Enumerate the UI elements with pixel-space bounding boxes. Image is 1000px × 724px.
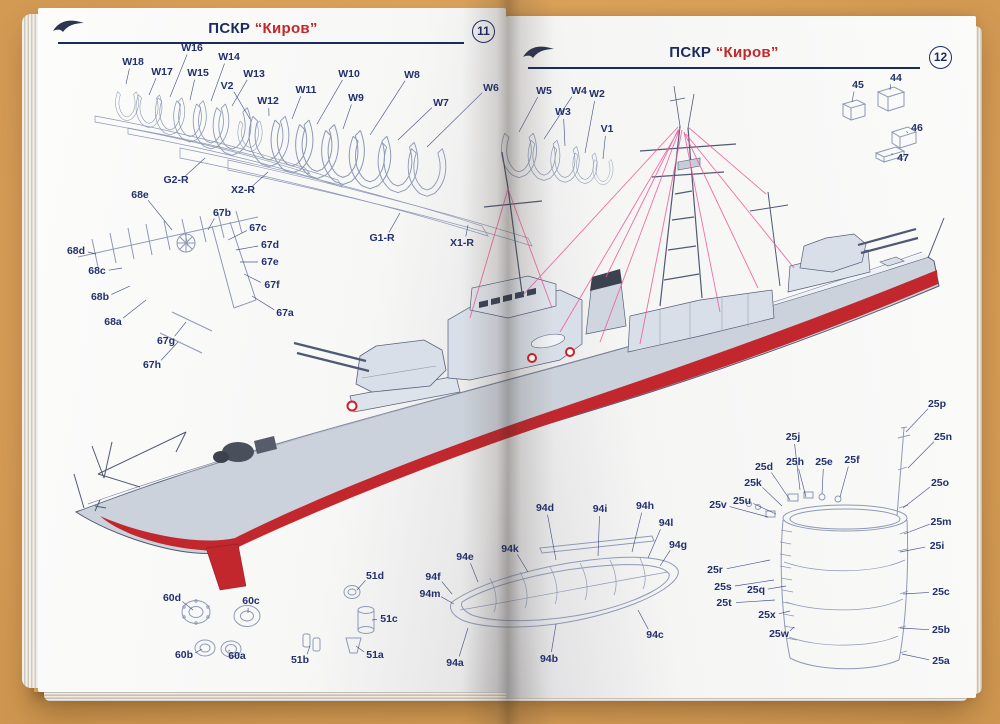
- title-prefix: ПСКР: [669, 44, 712, 61]
- header-rule-right: [528, 67, 920, 69]
- publisher-seagull-icon: [52, 16, 86, 41]
- fittings-diagram: [181, 585, 375, 658]
- page-number-right: 12: [929, 46, 952, 69]
- title-name: “Киров”: [254, 20, 318, 37]
- deck-strips-diagram: [94, 115, 533, 247]
- funnel-diagram: [746, 426, 911, 670]
- leader-lines: [87, 54, 935, 661]
- right-page-title: ПСКР “Киров”: [528, 44, 920, 61]
- page-number-left: 11: [472, 20, 495, 43]
- page-stack-edge-left: [22, 14, 40, 688]
- boxes-diagram: [841, 86, 918, 163]
- title-name: “Киров”: [715, 44, 779, 61]
- hull-frames-diagram: [115, 91, 614, 197]
- header-rule-left: [58, 42, 464, 44]
- mast-antenna-diagram: [77, 210, 259, 354]
- left-page-title: ПСКР “Киров”: [58, 20, 468, 37]
- publisher-seagull-icon: [522, 42, 556, 67]
- ship-illustration: [73, 85, 945, 591]
- title-prefix: ПСКР: [208, 20, 251, 37]
- boat-diagram: [449, 535, 679, 628]
